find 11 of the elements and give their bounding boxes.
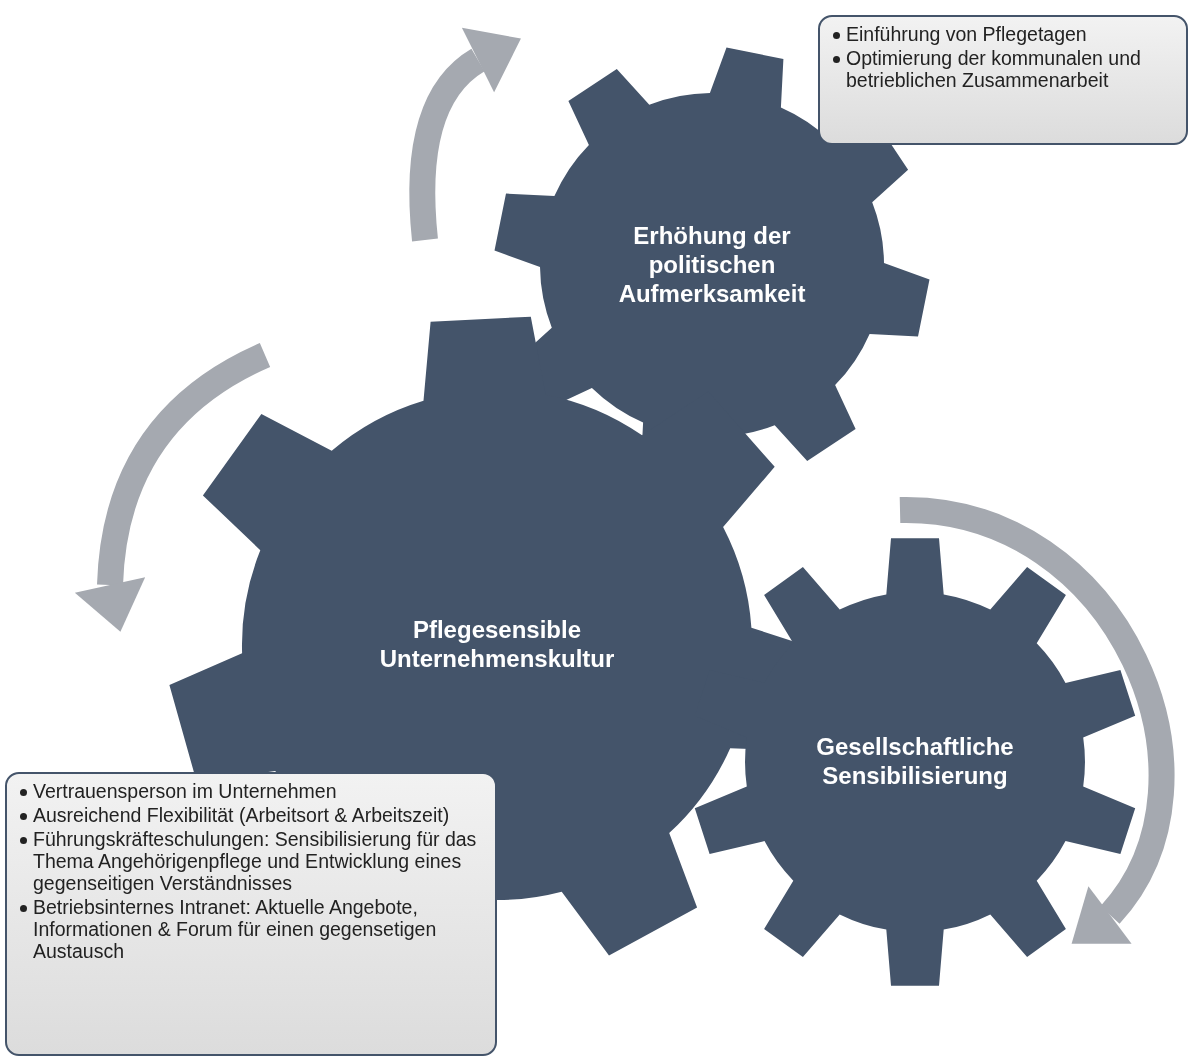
bullet-item: Optimierung der kommunalen und betrieblichen Zusammenarbeit bbox=[830, 47, 1176, 92]
bullet-item: Vertrauensperson im Unternehmen bbox=[17, 780, 485, 803]
callout-box bbox=[5, 772, 497, 1056]
gear-label: Gesellschaftliche Sensibilisierung bbox=[815, 733, 1015, 791]
callout-box bbox=[818, 15, 1188, 145]
bullet-item: Ausreichend Flexibilität (Arbeitsort & Arbeitszeit) bbox=[17, 804, 485, 827]
gear-label: Erhöhung der politischen Aufmerksamkeit bbox=[617, 222, 807, 309]
bullet-item: Führungskräfteschulungen: Sensibilisierung für das Thema Angehörigenpflege und Entwicklung eines gegenseitigen Verständnisses bbox=[17, 828, 485, 895]
bullet-item: Betriebsinternes Intranet: Aktuelle Angebote, Informationen & Forum für einen gegensetigen Austausch bbox=[17, 896, 485, 963]
gear-label: Pflegesensible Unternehmenskultur bbox=[378, 616, 616, 674]
bullet-item: Einführung von Pflegetagen bbox=[830, 23, 1176, 46]
